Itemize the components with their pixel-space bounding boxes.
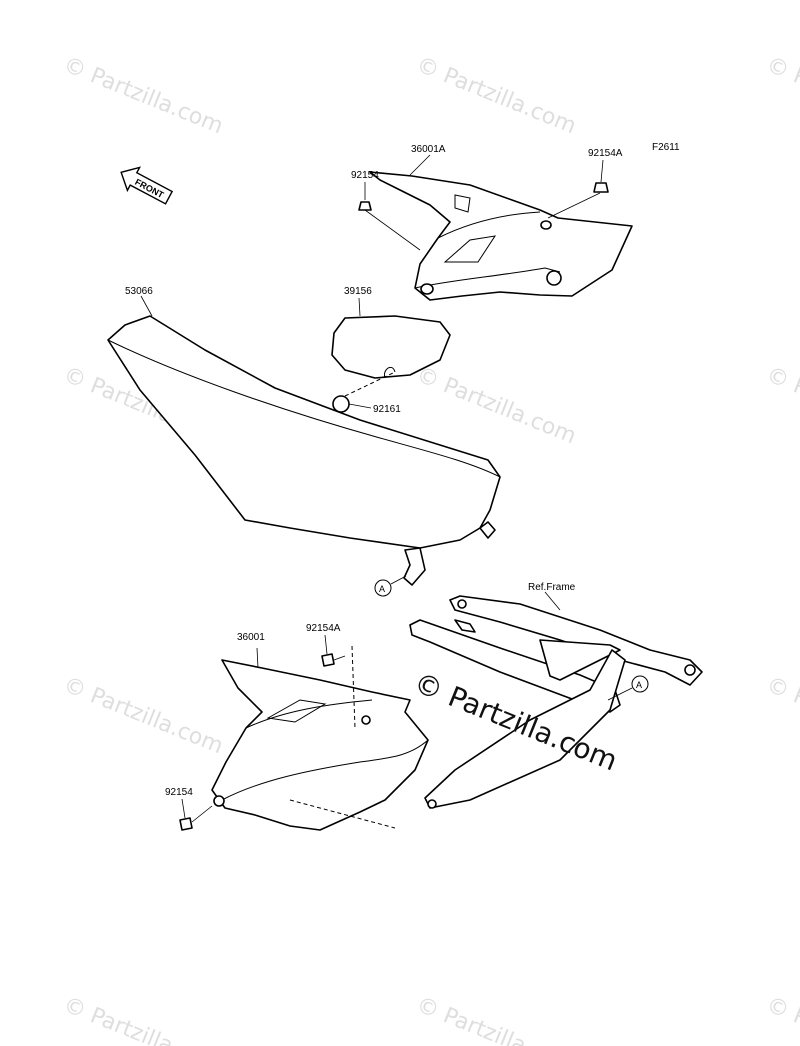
side-cover-right-edge (437, 211, 541, 239)
leader-line (140, 295, 153, 317)
bolt-icon (321, 653, 335, 667)
part-label-36001[interactable]: 36001 (237, 632, 265, 643)
side-cover-right-shape (369, 171, 633, 301)
watermark: © Partzilla.com (413, 992, 580, 1046)
grommet-hole (540, 220, 552, 230)
frame-lower-rail (409, 619, 621, 713)
leader-line (191, 805, 213, 823)
dashed-guide (344, 371, 396, 397)
side-cover-left-36001 (211, 647, 429, 831)
leader-line (348, 403, 372, 409)
watermark: © Partzilla.com (413, 52, 580, 139)
part-label-92154[interactable]: 92154 (165, 787, 193, 798)
watermark: © Partzilla.com (60, 672, 227, 759)
part-labels: 36001A 92154 92154A 39156 92161 53066 36… (125, 144, 623, 819)
bolt-92154A-bottom (321, 645, 356, 729)
rear-frame (409, 591, 703, 809)
watermark: © Partzilla.com (763, 362, 800, 449)
frame-bracket (454, 619, 476, 633)
side-cover-left-edge (221, 739, 429, 801)
callout-circle (631, 675, 649, 693)
leader-line (390, 575, 407, 585)
part-label-39156[interactable]: 39156 (344, 286, 372, 297)
front-arrow-icon (120, 166, 174, 205)
side-cover-right-tab (454, 194, 471, 213)
grommet-hole (361, 715, 371, 725)
leader-line (256, 647, 259, 669)
leader-line (333, 655, 346, 661)
grommet-icon (332, 395, 350, 413)
watermark: © Partzilla.com (413, 362, 580, 449)
frame-crossmember (539, 639, 621, 681)
frame-mount-hole (427, 799, 437, 809)
side-cover-right-36001A (369, 171, 633, 301)
part-label-92154[interactable]: 92154 (351, 170, 379, 181)
watermark: © Partzilla.com (60, 52, 227, 139)
leader-line (409, 154, 431, 176)
seat-53066 (107, 295, 501, 586)
callout-letter: A (379, 584, 385, 594)
leader-line (547, 192, 601, 219)
bolt-92154-top (358, 201, 421, 251)
frame-mount-hole (457, 599, 467, 609)
leader-line (181, 798, 186, 819)
watermark: © Partzilla.com (763, 672, 800, 759)
side-cover-left-edge (245, 699, 373, 729)
part-label-92154A[interactable]: 92154A (306, 623, 341, 634)
bolt-icon (593, 182, 609, 193)
frame-mount-hole (684, 664, 696, 676)
grommet-hole (213, 795, 225, 807)
ref-frame-label: Ref.Frame (528, 582, 576, 593)
part-label-53066[interactable]: 53066 (125, 286, 153, 297)
bolt-icon (179, 817, 193, 831)
grommet-hole (546, 270, 562, 286)
watermark: © Partzilla.com (60, 992, 227, 1046)
plate-39156 (331, 315, 451, 379)
leader-line (358, 297, 361, 317)
leader-line (607, 687, 633, 701)
frame-upper-rail (449, 595, 703, 686)
part-label-92154A[interactable]: 92154A (588, 148, 623, 159)
side-cover-right-recess (443, 235, 497, 263)
callout-letter: A (636, 680, 642, 690)
leader-line (364, 209, 421, 251)
side-cover-left-recess (266, 699, 327, 723)
grommet-hole (420, 283, 434, 295)
seat-bracket (403, 547, 426, 586)
seat-shape (107, 315, 501, 549)
bolt-92154A-top (547, 182, 609, 219)
callout-a-frame: A (607, 675, 649, 701)
watermark: © Partzilla.com (763, 992, 800, 1046)
front-direction-arrow: FRONT (120, 166, 174, 205)
watermark: © Partzilla.com (763, 52, 800, 139)
part-label-92161[interactable]: 92161 (373, 404, 401, 415)
grommet-92161 (332, 371, 396, 413)
side-cover-left-shape (211, 659, 429, 831)
seat-top-edge (107, 339, 501, 478)
part-label-36001A[interactable]: 36001A (411, 144, 446, 155)
bolt-icon (358, 201, 372, 211)
callout-circle (374, 579, 392, 597)
diagram-id: F2611 (652, 142, 680, 153)
plate-shape (331, 315, 451, 379)
callout-a-seat: A (374, 575, 407, 597)
leader-line (544, 591, 561, 611)
plate-clip (383, 366, 396, 379)
leader-line (600, 159, 604, 183)
leader-line (324, 634, 328, 655)
seat-hook (479, 521, 496, 539)
bolt-92154-bottom (179, 805, 213, 831)
